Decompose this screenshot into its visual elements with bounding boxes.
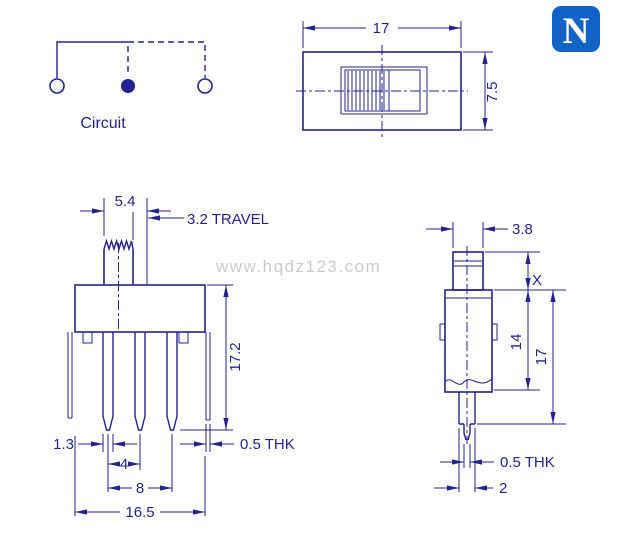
watermark-text: www.hqdz123.com bbox=[215, 257, 381, 276]
logo-letter: N bbox=[563, 11, 590, 52]
dim-5-4-lines bbox=[80, 198, 171, 285]
dim-top-height: 7.5 bbox=[484, 82, 501, 103]
side-stub bbox=[458, 392, 476, 425]
terminal-right bbox=[197, 78, 213, 94]
dim-thk-side-lines bbox=[440, 444, 494, 468]
standoff-left bbox=[82, 331, 93, 344]
dim-2-arrows bbox=[447, 485, 487, 491]
side-tab-right bbox=[491, 323, 498, 341]
dim-2-lines bbox=[434, 428, 493, 492]
dim-17-lines bbox=[302, 21, 462, 48]
dim-side-knob-width: 3.8 bbox=[512, 221, 533, 238]
pin-middle bbox=[134, 332, 146, 431]
dim-1-3-arrows bbox=[91, 441, 125, 447]
side-knob-ribs bbox=[453, 260, 483, 267]
knob-sides bbox=[103, 249, 134, 285]
side-tab-left bbox=[439, 323, 446, 341]
dim-body-height: 14 bbox=[508, 334, 525, 351]
dim-thk-side-arrows bbox=[452, 459, 482, 465]
dim-actuator-height: X bbox=[532, 272, 542, 289]
side-knob bbox=[452, 251, 484, 291]
pin-left bbox=[102, 332, 114, 431]
dim-front-thickness: 0.5 THK bbox=[240, 436, 295, 453]
terminal-left bbox=[49, 78, 65, 94]
dim-pin-span: 8 bbox=[136, 480, 144, 497]
dim-top-width: 17 bbox=[373, 20, 390, 37]
side-view: 3.8 X 14 17 0.5 THK 2 bbox=[426, 221, 566, 497]
dim-travel: 3.2 TRAVEL bbox=[187, 211, 269, 228]
dim-4-arrows bbox=[108, 461, 140, 467]
dim-14-lines bbox=[494, 290, 540, 391]
dim-4-lines bbox=[107, 434, 173, 492]
circuit-dashed-link bbox=[128, 41, 206, 78]
front-body bbox=[74, 284, 206, 333]
dim-1-3-lines bbox=[78, 434, 137, 452]
logo-badge bbox=[552, 6, 600, 52]
terminal-common bbox=[121, 79, 135, 93]
front-view: 5.4 3.2 TRAVEL 17.2 1.3 0.5 THK 4 8 16.5 bbox=[53, 193, 295, 521]
dim-3-8-arrows bbox=[441, 226, 495, 232]
circuit-solid-link bbox=[56, 41, 128, 78]
dim-14-arrows bbox=[525, 290, 531, 390]
dim-side-thickness: 0.5 THK bbox=[500, 454, 555, 471]
dim-total-width: 16.5 bbox=[125, 504, 154, 521]
top-view: 17 7.5 bbox=[296, 20, 501, 137]
dim-total-height: 17 bbox=[533, 349, 550, 366]
pin-right bbox=[166, 332, 178, 431]
brand-logo: N bbox=[552, 6, 600, 52]
dim-knob-width: 5.4 bbox=[115, 193, 136, 210]
dim-pin-depth: 2 bbox=[499, 480, 507, 497]
side-break-wave bbox=[444, 378, 493, 385]
circuit-label: Circuit bbox=[80, 115, 126, 132]
dim-front-height: 17.2 bbox=[227, 342, 244, 371]
circuit-diagram: Circuit bbox=[49, 41, 213, 132]
dim-x-arrows bbox=[525, 252, 531, 290]
standoff-right bbox=[178, 331, 189, 344]
travel-arrow bbox=[148, 215, 160, 221]
dim-pin-pitch: 4 bbox=[120, 456, 128, 473]
dim-pin-width: 1.3 bbox=[53, 436, 74, 453]
dim-thk-front-lines bbox=[180, 424, 234, 452]
side-pin bbox=[463, 424, 471, 441]
dim-16-5-lines bbox=[74, 436, 206, 516]
mount-lug-right bbox=[205, 332, 211, 421]
dim-x-lines bbox=[485, 251, 566, 291]
dim-17-side-lines bbox=[477, 290, 566, 425]
dim-7-5-lines bbox=[463, 51, 493, 131]
dim-thk-front-arrows bbox=[194, 441, 222, 447]
mount-lug-left bbox=[67, 332, 73, 419]
side-body bbox=[444, 289, 493, 393]
dim-3-8-lines bbox=[426, 222, 508, 248]
